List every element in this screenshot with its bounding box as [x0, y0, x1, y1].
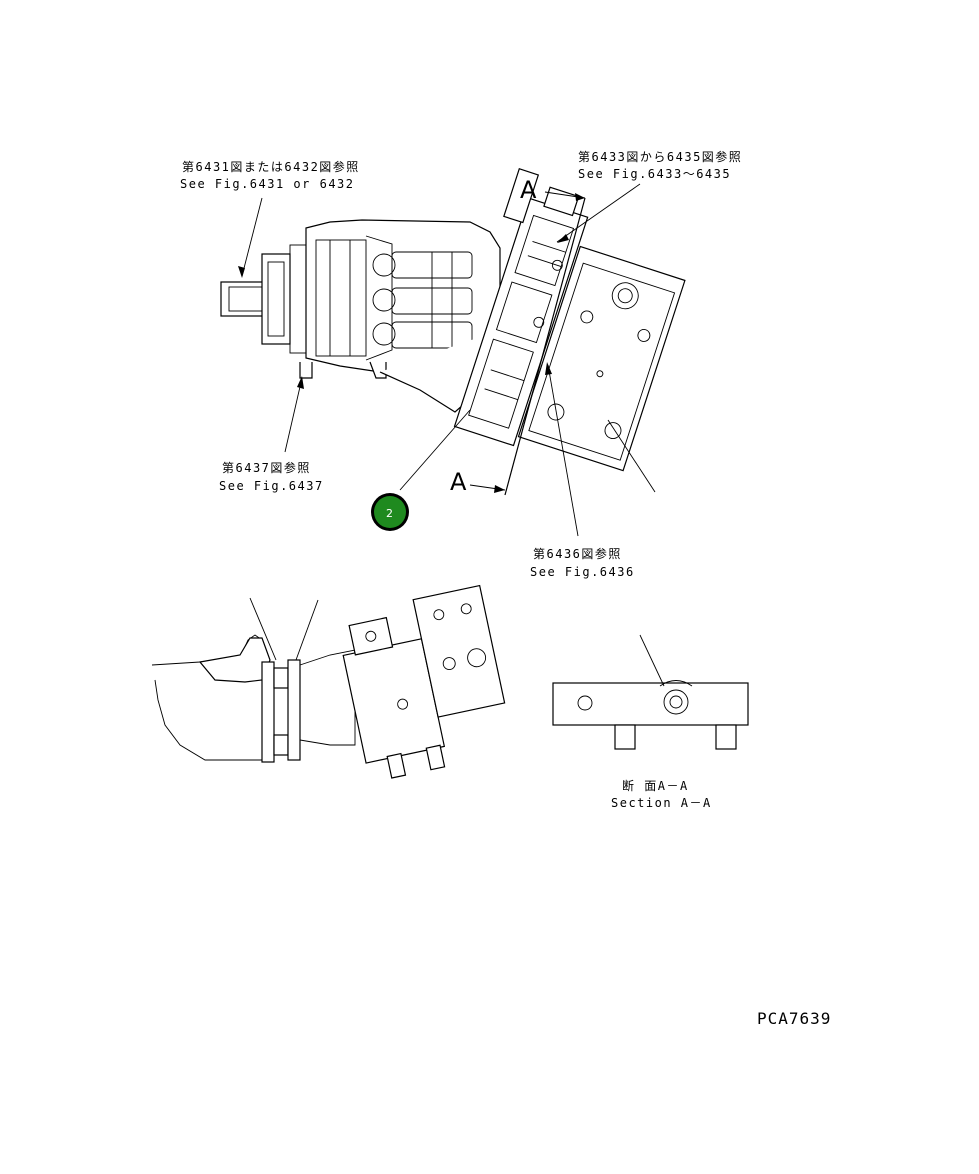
ref-6437-en: See Fig.6437: [219, 479, 324, 493]
ref-6433-en: See Fig.6433～6435: [578, 167, 731, 181]
leader-lines: [238, 183, 656, 537]
ref-6437-jp: 第6437図参照: [222, 460, 311, 475]
side-view-valve: [342, 584, 506, 779]
ref-6436-jp: 第6436図参照: [533, 546, 622, 561]
section-mark-bottom: A: [450, 468, 467, 496]
ref-6431-jp: 第6431図または6432図参照: [182, 159, 360, 174]
reference-fig6431: 第6431図または6432図参照 See Fig.6431 or 6432: [180, 159, 360, 191]
section-mark-top: A: [520, 176, 537, 204]
side-view-installation: [151, 597, 356, 763]
valve-assembly-top-view: [453, 168, 686, 472]
pump-assembly-top-view: [220, 219, 501, 413]
section-title-jp: 断 面A－A: [622, 778, 689, 793]
part-number: PCA7639: [757, 1009, 831, 1028]
reference-fig6437: 第6437図参照 See Fig.6437: [219, 460, 324, 493]
section-title-en: Section A－A: [611, 796, 712, 810]
callout-number[interactable]: 2: [386, 507, 393, 520]
callout-circle-fill[interactable]: [374, 496, 406, 528]
section-line-a-a: A A: [450, 176, 586, 496]
callout-2[interactable]: 2: [371, 493, 409, 531]
ref-6433-jp: 第6433図から6435図参照: [578, 149, 742, 164]
reference-fig6433: 第6433図から6435図参照 See Fig.6433～6435: [578, 149, 742, 181]
ref-6436-en: See Fig.6436: [530, 565, 635, 579]
reference-fig6436: 第6436図参照 See Fig.6436: [530, 546, 635, 579]
section-a-a-view: 断 面A－A Section A－A: [552, 634, 749, 810]
ref-6431-en: See Fig.6431 or 6432: [180, 177, 355, 191]
